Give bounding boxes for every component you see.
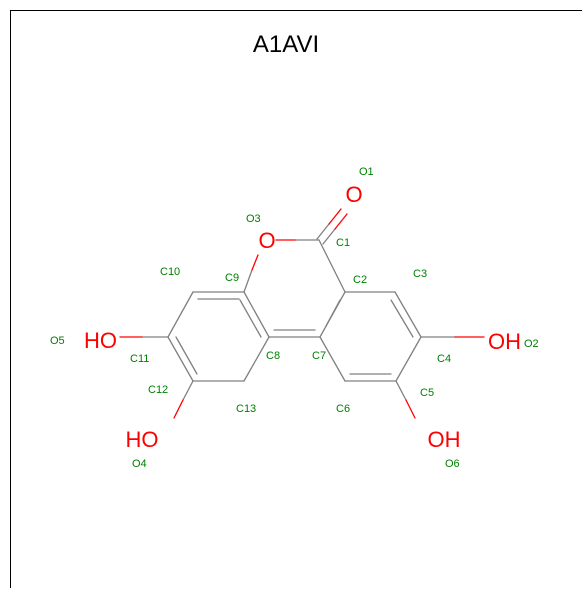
element-o1: O [345,182,362,207]
atom-label-c6: C6 [336,403,350,415]
atom-label-c12: C12 [148,384,168,396]
bond-c8-c9 [243,291,270,338]
bond-c1-o1-b-red [334,213,348,230]
bond-c8-c9-inner [239,299,262,338]
element-o3: O [258,228,275,253]
element-o4: HO [126,427,159,452]
bond-c4-c5 [395,336,422,382]
atom-label-o5: O5 [50,335,65,347]
molecule-diagram: A1AVI [10,10,582,588]
bond-c9-o3-red [251,254,259,271]
element-o2: OH [488,329,521,354]
bond-c1-c2 [318,239,346,293]
atom-label-c9: C9 [225,272,239,284]
bond-c1-o1-a-red [328,208,342,225]
atom-label-c8: C8 [266,350,280,362]
atom-label-c10: C10 [160,266,180,278]
molecule-title: A1AVI [253,31,319,58]
atom-label-o1: O1 [359,166,374,178]
atom-label-c1: C1 [336,237,350,249]
bond-c13-c8 [243,336,270,382]
bond-c11-c12-inner [175,336,198,375]
bond-group [119,208,485,419]
atom-label-o6: O6 [445,458,460,470]
bond-c12-o4-red [173,399,184,419]
element-o6: OH [428,427,461,452]
bond-c3-c4 [394,291,422,338]
atom-label-o2: O2 [524,338,539,350]
atom-label-c2: C2 [353,274,367,286]
element-label-group: O O HO OH HO OH [84,182,521,452]
bond-c2-c7-inner [325,299,341,327]
atom-label-group: O1 O3 C1 C10 C9 C2 C3 O5 O2 C8 C7 C11 C4… [50,166,539,470]
bond-c10-c11 [167,291,194,338]
atom-label-o3: O3 [246,213,261,225]
bond-c6-c7 [319,336,346,382]
atom-label-c7: C7 [312,350,326,362]
bond-c12-o4-grey [182,380,194,401]
bond-c11-c12 [167,336,194,382]
bond-c1-o1-b-grey [322,228,336,245]
bond-c5-o6-red [405,399,416,419]
bond-c3-c4-inner [390,299,414,338]
bond-c1-o1-a-grey [316,223,330,240]
atom-label-c4: C4 [437,353,451,365]
bond-c9-o3-grey [243,269,253,293]
atom-label-c11: C11 [130,353,149,365]
atom-label-o4: O4 [132,458,147,470]
element-o5: HO [84,328,117,353]
atom-label-c3: C3 [413,268,427,280]
atom-label-c13: C13 [236,403,256,415]
bond-c5-o6-grey [395,380,407,401]
atom-label-c5: C5 [420,387,434,399]
